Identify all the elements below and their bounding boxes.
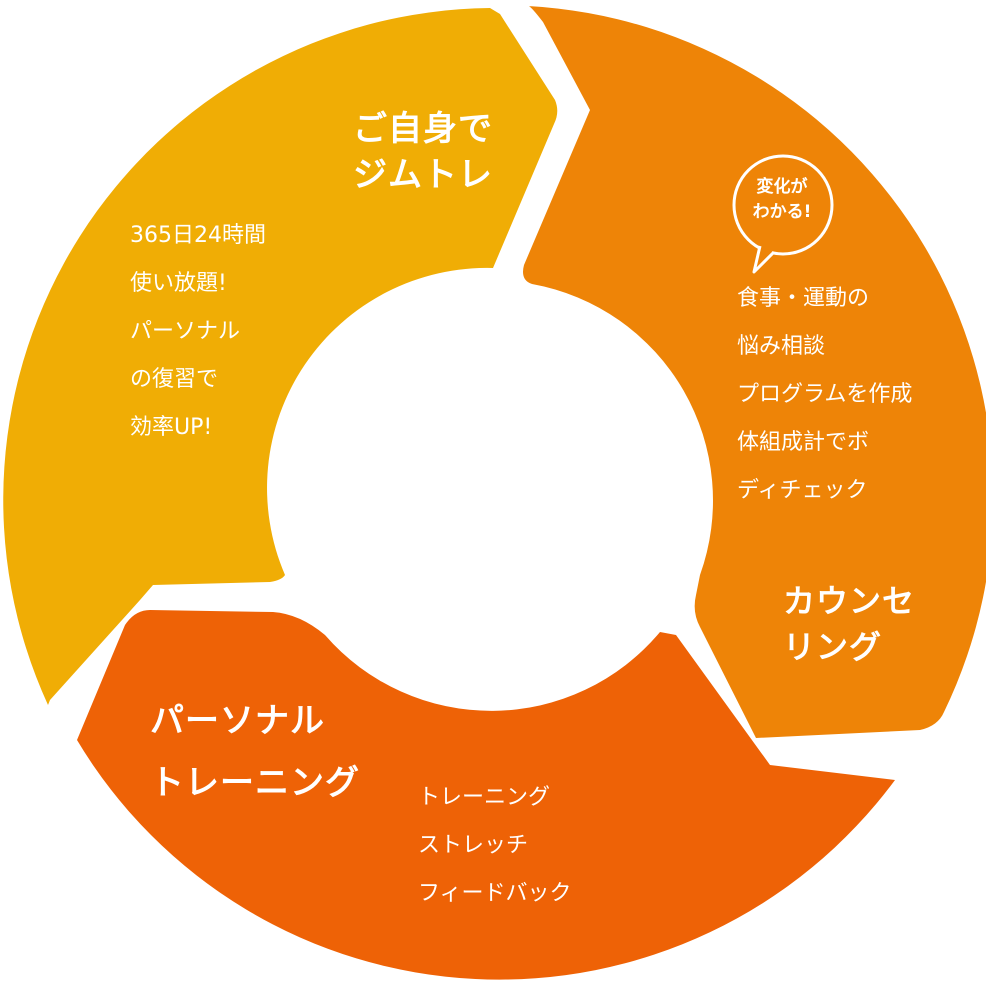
list-item: 使い放題!	[130, 271, 227, 296]
list-item: プログラムを作成	[737, 382, 913, 407]
speech-bubble-circle	[732, 154, 834, 256]
list-item: ストレッチ	[418, 833, 529, 858]
list-item: ディチェック	[737, 478, 868, 503]
list-item: パーソナル	[130, 319, 241, 344]
speech-bubble-tail	[752, 245, 776, 274]
segment-personal-training	[77, 610, 895, 980]
list-item: 食事・運動の	[737, 286, 870, 311]
counseling-title: カウンセ リング	[783, 582, 916, 666]
list-item: 悩み相談	[737, 334, 826, 359]
self-training-list: 365日24時間 使い放題! パーソナル の復習で 効率UP!	[130, 212, 266, 452]
list-item: の復習で	[130, 367, 219, 392]
list-item: 体組成計でボ	[737, 430, 870, 455]
list-item: 365日24時間	[130, 223, 266, 248]
list-item: 効率UP!	[130, 415, 213, 440]
self-training-title: ご自身で ジムトレ	[353, 109, 493, 195]
speech-bubble-text: 変化が わかる!	[752, 177, 812, 222]
segment-self-training	[3, 8, 558, 705]
counseling-list: 食事・運動の 悩み相談 プログラムを作成 体組成計でボ ディチェック	[737, 275, 912, 515]
list-item: トレーニング	[418, 785, 551, 810]
personal-training-title: パーソナル トレーニング	[150, 701, 360, 803]
list-item: フィードバック	[418, 881, 572, 906]
personal-training-list: トレーニング ストレッチ フィードバック	[418, 774, 572, 918]
speech-bubble	[732, 154, 834, 274]
segment-counseling	[523, 5, 986, 738]
